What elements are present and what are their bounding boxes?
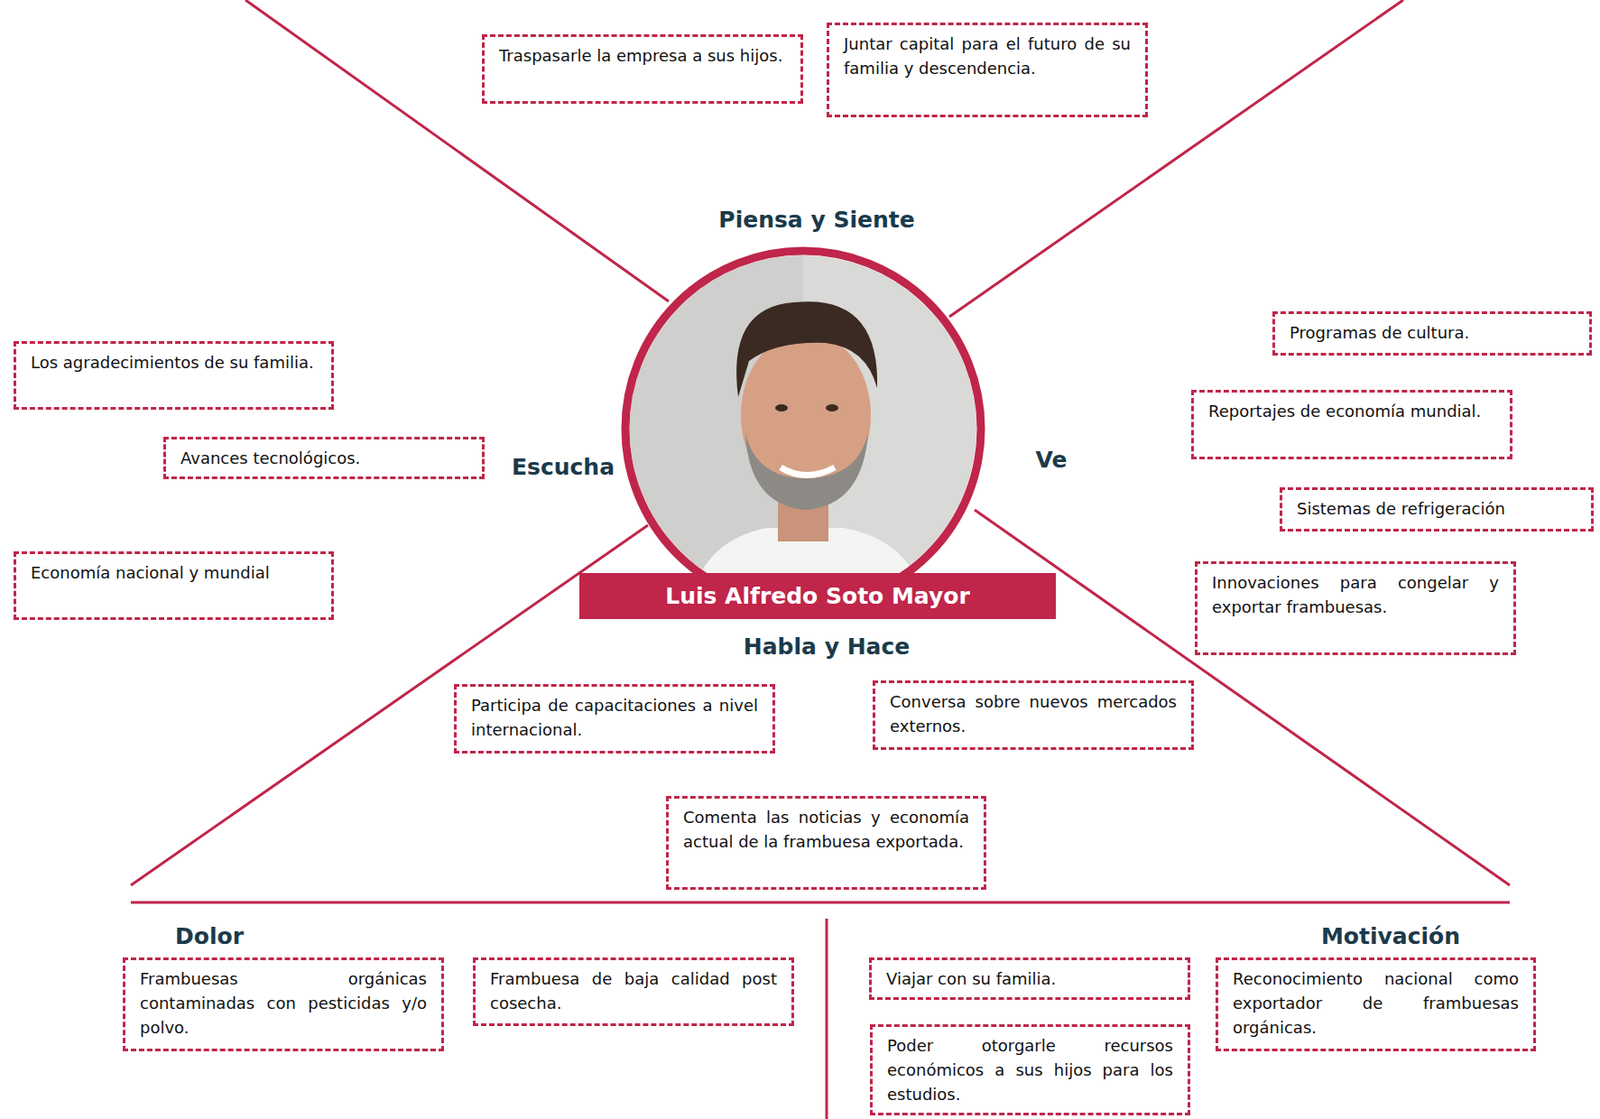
- note-text: Programas de cultura.: [1289, 320, 1575, 345]
- name-banner: Luis Alfredo Soto Mayor: [579, 573, 1056, 620]
- note-text: Comenta las noticias y economía actual d…: [683, 804, 970, 854]
- note-box: Avances tecnológicos.: [163, 436, 485, 480]
- note-box: Frambuesa de baja calidad post cosecha.: [472, 957, 795, 1027]
- note-box: Frambuesas orgánicas contaminadas con pe…: [122, 957, 444, 1052]
- note-text: Reconocimiento nacional como exportador …: [1232, 966, 1519, 1040]
- note-box: Los agradecimientos de su familia.: [13, 341, 334, 410]
- note-box: Reconocimiento nacional como exportador …: [1215, 957, 1536, 1052]
- note-text: Traspasarle la empresa a sus hijos.: [499, 43, 787, 68]
- note-text: Innovaciones para congelar y exportar fr…: [1211, 570, 1499, 620]
- section-heading: Motivación: [1317, 923, 1464, 950]
- divider-line: [825, 918, 829, 1119]
- note-box: Viajar con su familia.: [869, 957, 1191, 1000]
- note-box: Economía nacional y mundial: [13, 551, 334, 620]
- section-heading: Escucha: [508, 453, 619, 481]
- note-box: Conversa sobre nuevos mercados externos.: [872, 680, 1194, 750]
- smile: [780, 467, 835, 476]
- note-text: Frambuesas orgánicas contaminadas con pe…: [139, 966, 427, 1040]
- note-box: Juntar capital para el futuro de su fami…: [826, 22, 1148, 118]
- beard: [745, 433, 869, 510]
- note-box: Programas de cultura.: [1272, 311, 1592, 356]
- section-heading: Dolor: [171, 923, 248, 950]
- note-text: Economía nacional y mundial: [30, 560, 317, 585]
- hair: [736, 301, 878, 398]
- eye: [775, 404, 788, 412]
- note-text: Sistemas de refrigeración: [1296, 496, 1577, 521]
- portrait-photo: [622, 248, 984, 623]
- divider-lines: [130, 0, 1510, 1119]
- note-text: Conversa sobre nuevos mercados externos.: [889, 689, 1177, 739]
- note-box: Innovaciones para congelar y exportar fr…: [1194, 561, 1517, 656]
- note-box: Reportajes de economía mundial.: [1191, 389, 1513, 460]
- portrait-ring: [625, 250, 981, 607]
- note-text: Avances tecnológicos.: [180, 445, 468, 471]
- note-text: Juntar capital para el futuro de su fami…: [843, 31, 1131, 81]
- note-box: Traspasarle la empresa a sus hijos.: [481, 34, 804, 104]
- section-heading: Piensa y Siente: [714, 206, 918, 233]
- person-name: Luis Alfredo Soto Mayor: [665, 582, 971, 610]
- note-box: Poder otorgarle recursos económicos a su…: [869, 1024, 1191, 1116]
- note-box: Participa de capacitaciones a nivel inte…: [453, 684, 776, 754]
- section-heading: Habla y Hace: [739, 633, 914, 660]
- note-text: Viajar con su familia.: [886, 966, 1174, 991]
- divider-line: [130, 901, 1510, 905]
- note-box: Sistemas de refrigeración: [1279, 487, 1594, 532]
- note-text: Participa de capacitaciones a nivel inte…: [471, 693, 759, 742]
- note-text: Frambuesa de baja calidad post cosecha.: [490, 966, 777, 1016]
- note-text: Poder otorgarle recursos económicos a su…: [887, 1033, 1174, 1107]
- note-text: Los agradecimientos de su familia.: [30, 350, 317, 375]
- section-heading: Ve: [1032, 446, 1072, 473]
- note-box: Comenta las noticias y economía actual d…: [665, 795, 987, 890]
- eye: [825, 404, 839, 412]
- note-text: Reportajes de economía mundial.: [1208, 398, 1496, 424]
